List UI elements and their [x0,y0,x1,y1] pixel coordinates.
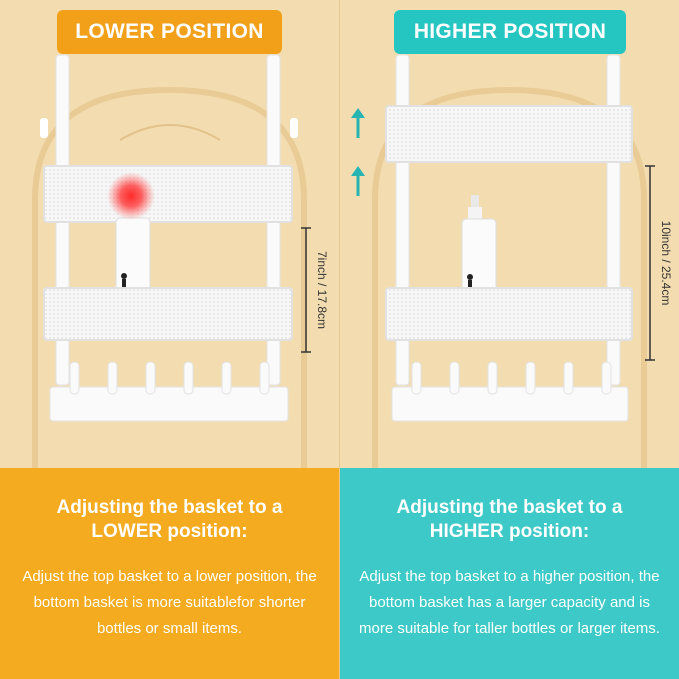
description-heading: Adjusting the basket to a HIGHER positio… [360,496,659,544]
measurement-indicator: 10inch / 25.4cm [645,165,673,361]
lower-position-illustration: 7inch / 17.8cm [0,0,339,468]
top-basket [43,165,293,223]
description-block: Adjusting the basket to a HIGHER positio… [340,468,679,679]
position-badge: LOWER POSITION [57,10,282,54]
door-ornament [119,124,221,141]
description-body: Adjust the top basket to a lower positio… [22,568,317,637]
panel-divider [339,0,340,679]
arrow-up-icon [351,166,365,196]
door-arch [372,86,647,468]
higher-position-illustration: 10inch / 25.4cm [340,0,679,468]
description-block: Adjusting the basket to a LOWER position… [0,468,339,679]
hook-bar [391,361,629,422]
bottle [461,195,497,292]
arrow-up-icon [351,108,365,138]
measurement-label: 10inch / 25.4cm [659,221,673,306]
heading-line-2: LOWER position: [91,521,248,542]
measurement-label: 7inch / 17.8cm [315,251,329,329]
door-arch [32,86,307,468]
position-badge: HIGHER POSITION [394,10,626,54]
top-basket [385,105,633,163]
description-heading: Adjusting the basket to a LOWER position… [20,496,319,544]
heading-line-1: Adjusting the basket to a [56,497,283,518]
hook-bar [49,361,289,422]
red-glow-marker [107,172,155,220]
heading-line-2: HIGHER position: [429,521,590,542]
higher-position-panel: 10inch / 25.4cm HIGHER POSITION Adjustin… [340,0,679,679]
measurement-indicator: 7inch / 17.8cm [301,227,329,353]
bottom-basket [385,287,633,341]
description-body: Adjust the top basket to a higher positi… [359,568,660,637]
heading-line-1: Adjusting the basket to a [396,497,623,518]
lower-position-panel: 7inch / 17.8cm LOWER POSITION Adjusting … [0,0,339,679]
bottom-basket [43,287,293,341]
